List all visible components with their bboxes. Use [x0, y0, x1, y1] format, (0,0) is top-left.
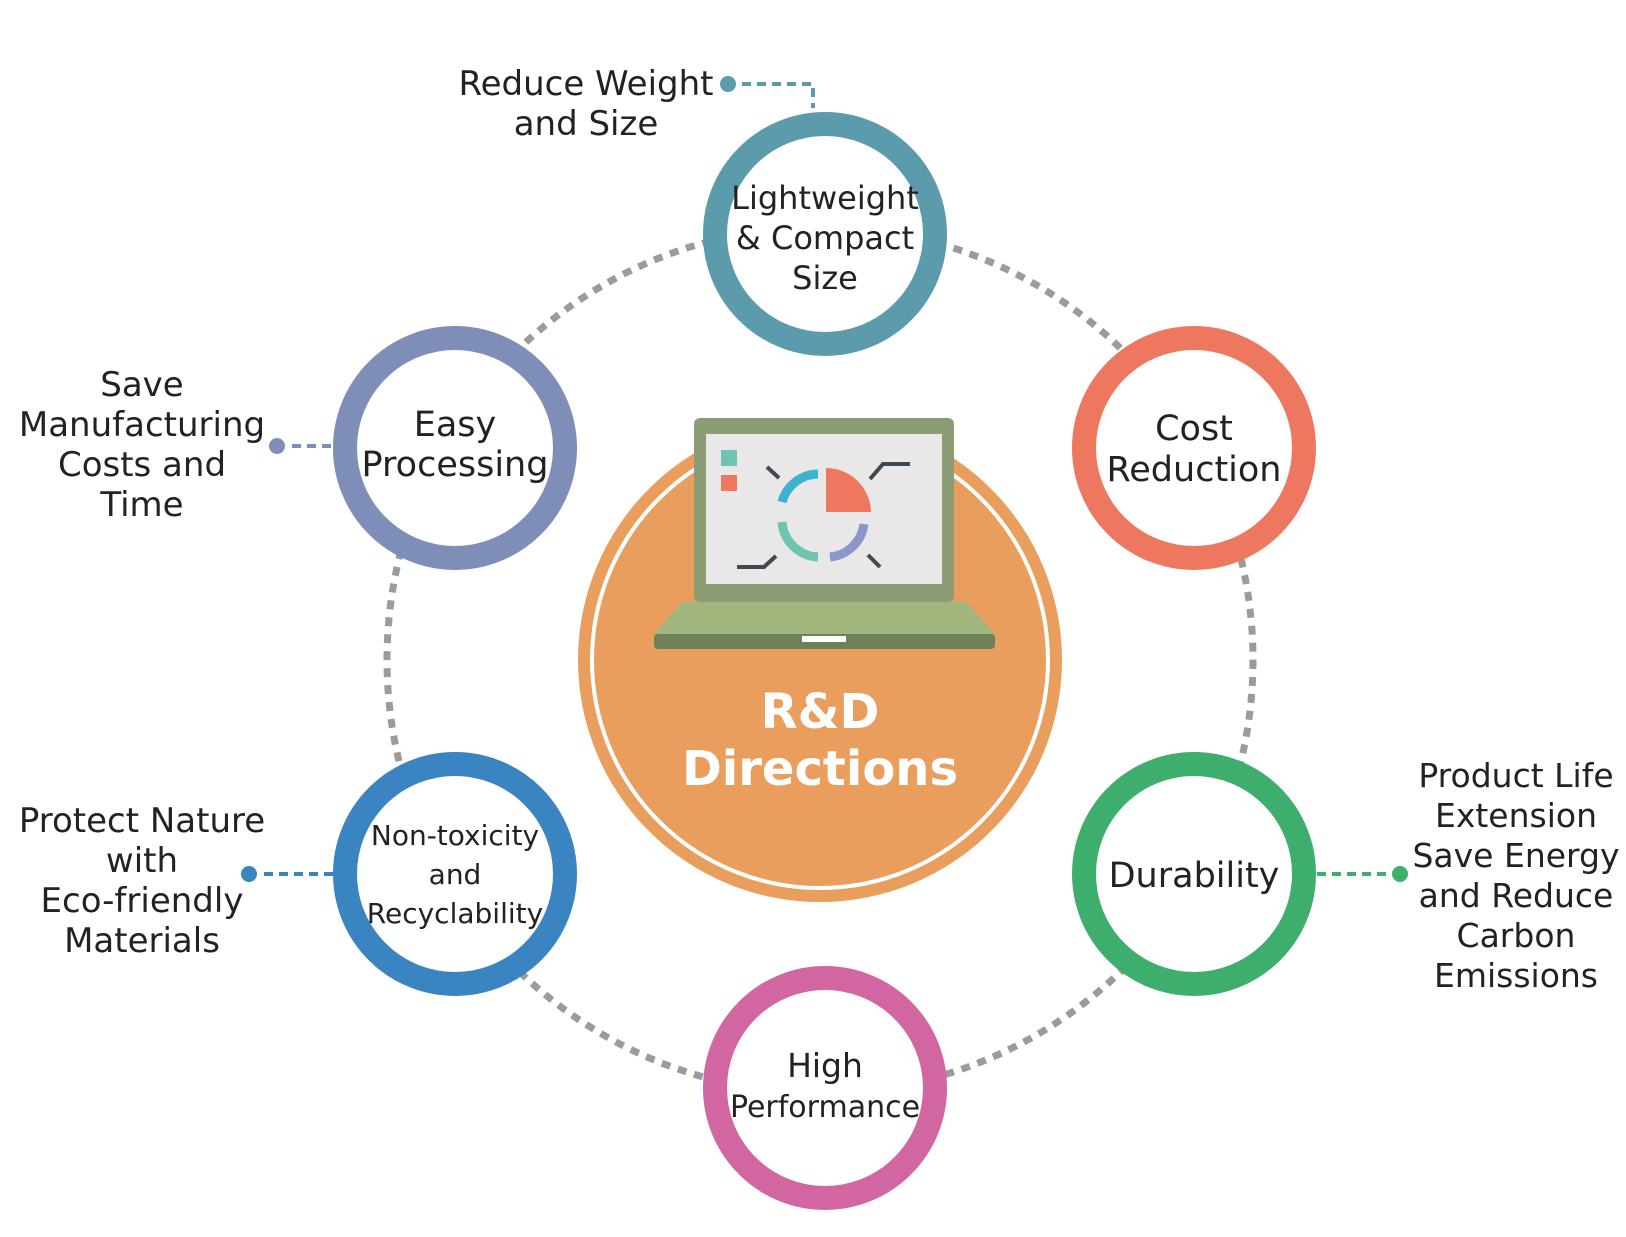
- node-label-line: and: [429, 858, 482, 891]
- note-non-toxicity: Protect Nature with Eco-friendly Materia…: [19, 801, 265, 961]
- note-line: Extension: [1435, 796, 1597, 835]
- node-label-line: Cost: [1155, 409, 1233, 449]
- node-label-line: Reduction: [1107, 450, 1282, 490]
- node-label-line: Non-toxicity: [371, 819, 539, 852]
- connector-lightweight: [742, 82, 815, 108]
- node-label-line: Lightweight: [731, 179, 919, 217]
- node-ring: [703, 112, 947, 356]
- connector-dot-lightweight: [720, 76, 736, 92]
- node-label-line: Recyclability: [367, 897, 543, 930]
- note-line: Protect Nature: [19, 801, 265, 841]
- connector-dot-non-toxicity: [241, 866, 257, 882]
- node-ring: [333, 326, 577, 570]
- note-line: Carbon: [1457, 916, 1576, 955]
- node-durability: Durability: [1072, 752, 1316, 996]
- node-non-toxicity: Non-toxicity and Recyclability: [333, 752, 577, 996]
- node-ring: [703, 966, 947, 1210]
- note-durability: Product Life Extension Save Energy and R…: [1412, 756, 1619, 995]
- connector-dot-easy-processing: [269, 438, 285, 454]
- connector-ring: [383, 223, 1257, 1097]
- note-line: Reduce Weight: [458, 64, 713, 104]
- center-hub: R&D Directions: [578, 418, 1062, 902]
- node-label-line: High: [787, 1046, 863, 1085]
- node-high-performance: High Performance: [703, 966, 947, 1210]
- node-easy-processing: Easy Processing: [333, 326, 577, 570]
- node-ring: [1072, 752, 1316, 996]
- note-line: and Reduce: [1419, 876, 1614, 915]
- node-lightweight: Lightweight & Compact Size: [703, 112, 947, 356]
- node-label-line: Processing: [362, 445, 549, 485]
- note-line: Time: [99, 485, 183, 525]
- node-label-line: & Compact: [736, 219, 914, 257]
- note-line: Emissions: [1434, 956, 1598, 995]
- node-label-line: Easy: [414, 405, 497, 445]
- note-line: Product Life: [1418, 756, 1613, 795]
- center-title-line-1: R&D: [761, 684, 880, 740]
- note-connectors: [241, 76, 1408, 882]
- connector-dot-durability: [1392, 866, 1408, 882]
- note-line: Save Energy: [1412, 836, 1619, 875]
- note-line: Save: [100, 365, 183, 405]
- node-ring: [333, 752, 577, 996]
- note-line: Manufacturing: [19, 405, 265, 445]
- node-label-line: Performance: [730, 1090, 920, 1125]
- note-line: Costs and: [58, 445, 226, 485]
- note-lightweight: Reduce Weight and Size: [458, 64, 713, 144]
- node-ring: [1072, 326, 1316, 570]
- node-cost-reduction: Cost Reduction: [1072, 326, 1316, 570]
- laptop-chart-icon: [654, 418, 995, 649]
- note-line: Materials: [64, 921, 220, 961]
- note-line: Eco-friendly: [41, 881, 244, 921]
- note-easy-processing: Save Manufacturing Costs and Time: [19, 365, 265, 525]
- note-line: with: [106, 841, 178, 881]
- center-title-line-2: Directions: [682, 741, 958, 797]
- note-line: and Size: [514, 104, 659, 144]
- node-label-line: Durability: [1109, 856, 1280, 896]
- node-label-line: Size: [792, 259, 858, 297]
